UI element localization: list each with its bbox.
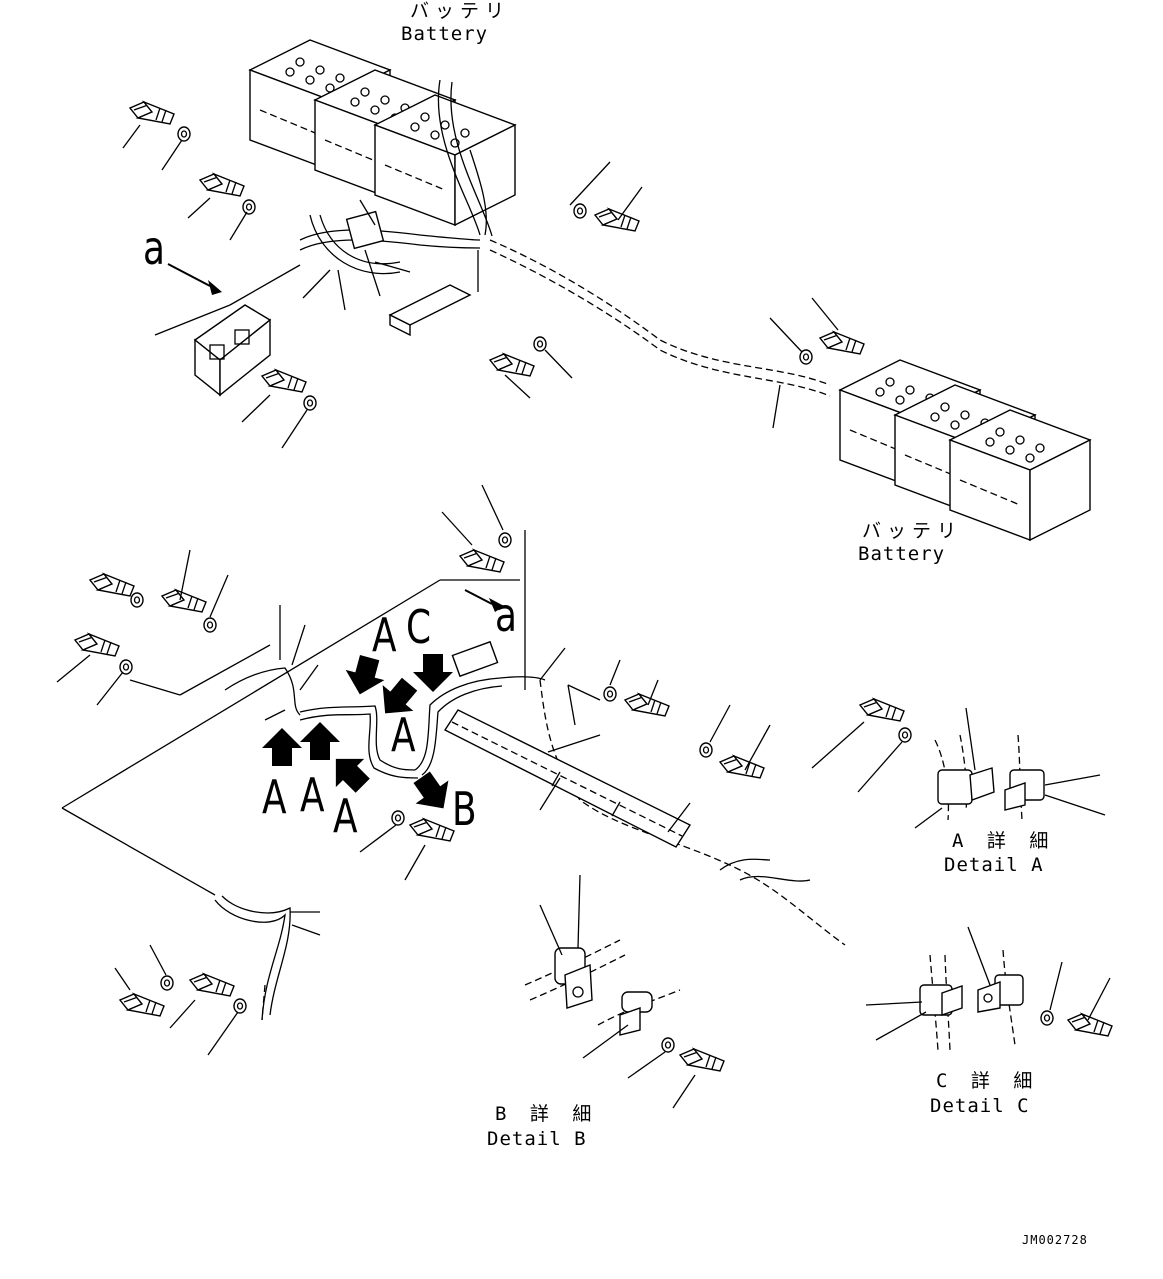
detail-c-title-en: Detail C [930, 1095, 1030, 1117]
detail-a-title-jp: A 詳 細 [952, 830, 1055, 852]
battery-right-label-jp: バッテリ [862, 520, 963, 542]
arrow-label-c1: C [406, 600, 432, 654]
arrow-label-a3: A [262, 770, 287, 824]
arrow-label-a5: A [333, 789, 358, 843]
ref-label-a-bottom: a [495, 588, 517, 642]
leader-lines-lower [56, 484, 771, 1056]
battery-group-top [249, 39, 516, 226]
harness-protector-plate [443, 709, 692, 848]
arrow-label-b1: B [452, 782, 477, 836]
detail-b-title-en: Detail B [487, 1128, 587, 1150]
leader-lines-top [122, 124, 839, 449]
mounting-plate-a [193, 304, 272, 397]
detail-c-title-jp: C 詳 細 [936, 1070, 1039, 1092]
detail-a-title-en: Detail A [944, 854, 1044, 876]
detail-c-drawing [865, 926, 1113, 1051]
detail-a-drawing [811, 698, 1106, 829]
drawing-code: JM002728 [1022, 1233, 1088, 1247]
battery-top-label-jp: バッテリ [410, 0, 511, 22]
relay-bracket [388, 284, 472, 337]
arrow-label-a1: A [372, 608, 397, 662]
detail-b-title-jp: B 詳 細 [495, 1103, 598, 1125]
arrow-label-a4: A [300, 768, 325, 822]
battery-right-label-en: Battery [858, 543, 946, 565]
battery-top-label-en: Battery [401, 23, 489, 45]
detail-arrows [262, 652, 460, 820]
detail-b-drawing [524, 874, 725, 1109]
ground-cable-assembly [214, 895, 291, 1021]
cable-harness-lower [224, 640, 846, 946]
battery-cable-harness-top [299, 79, 831, 397]
battery-group-right [839, 359, 1091, 541]
harness-frame-lines [61, 530, 526, 896]
ref-label-a-top: a [143, 221, 165, 275]
arrow-label-a2: A [391, 708, 416, 762]
